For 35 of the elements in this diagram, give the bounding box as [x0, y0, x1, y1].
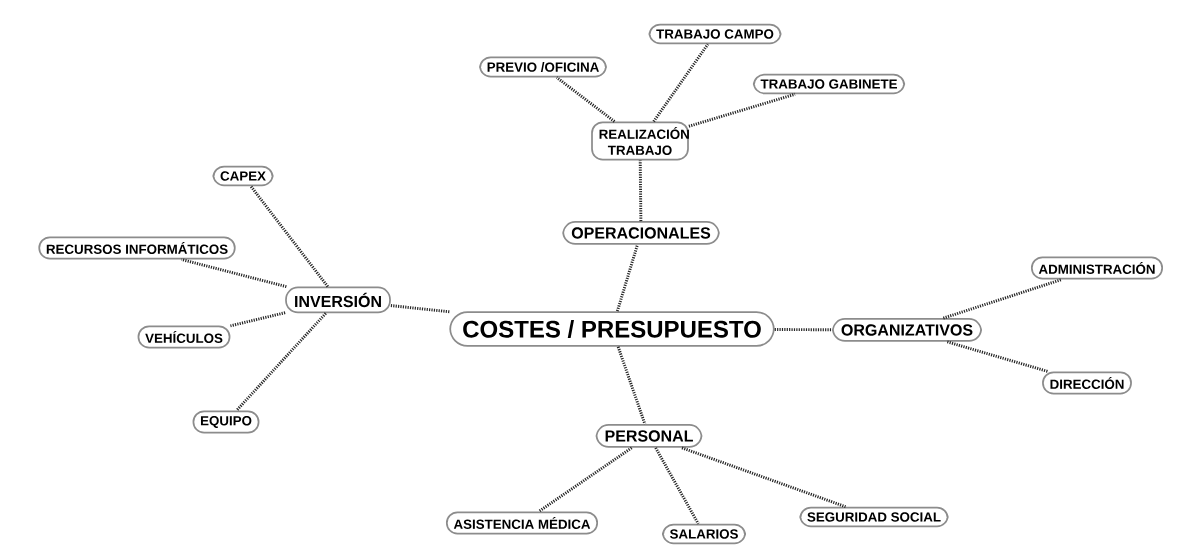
- topic-box: ASISTENCIA MÉDICA: [445, 511, 599, 535]
- topic-box: ORGANIZATIVOS: [832, 318, 982, 342]
- connector: [230, 311, 286, 328]
- topic-box: SALARIOS: [662, 523, 746, 545]
- topic-box: DIRECCIÓN: [1042, 371, 1132, 395]
- connector: [681, 446, 847, 509]
- topic-box: RECURSOS INFORMÁTICOS: [38, 236, 236, 260]
- topic-box: PREVIO /OFICINA: [479, 56, 607, 78]
- connector: [181, 258, 287, 289]
- connector: [249, 185, 329, 288]
- topic-box: PERSONAL: [595, 424, 703, 448]
- connector: [537, 446, 633, 513]
- connector: [615, 244, 639, 312]
- topic-box: COSTES / PRESUPUESTO: [449, 311, 775, 347]
- connector: [616, 346, 647, 425]
- topic-box: REALIZACIÓN TRABAJO: [591, 121, 689, 161]
- topic-box: ADMINISTRACIÓN: [1030, 256, 1164, 280]
- topic-box: INVERSIÓN: [285, 286, 391, 314]
- connector: [946, 340, 1049, 373]
- connector: [654, 447, 700, 525]
- connector: [555, 76, 616, 123]
- connector: [390, 304, 450, 314]
- topic-box: TRABAJO CAMPO: [648, 23, 782, 45]
- topic-box: CAPEX: [212, 165, 274, 187]
- topic-box: OPERACIONALES: [562, 221, 720, 245]
- topic-box: VEHÍCULOS: [137, 325, 231, 349]
- connector: [652, 43, 710, 123]
- topic-box: TRABAJO GABINETE: [752, 73, 906, 95]
- topic-box: EQUIPO: [192, 410, 260, 434]
- topic-box: SEGURIDAD SOCIAL: [799, 506, 949, 528]
- connector: [774, 328, 833, 332]
- connector: [688, 92, 796, 128]
- connector: [942, 278, 1063, 320]
- connector: [235, 312, 327, 412]
- connector: [638, 160, 643, 222]
